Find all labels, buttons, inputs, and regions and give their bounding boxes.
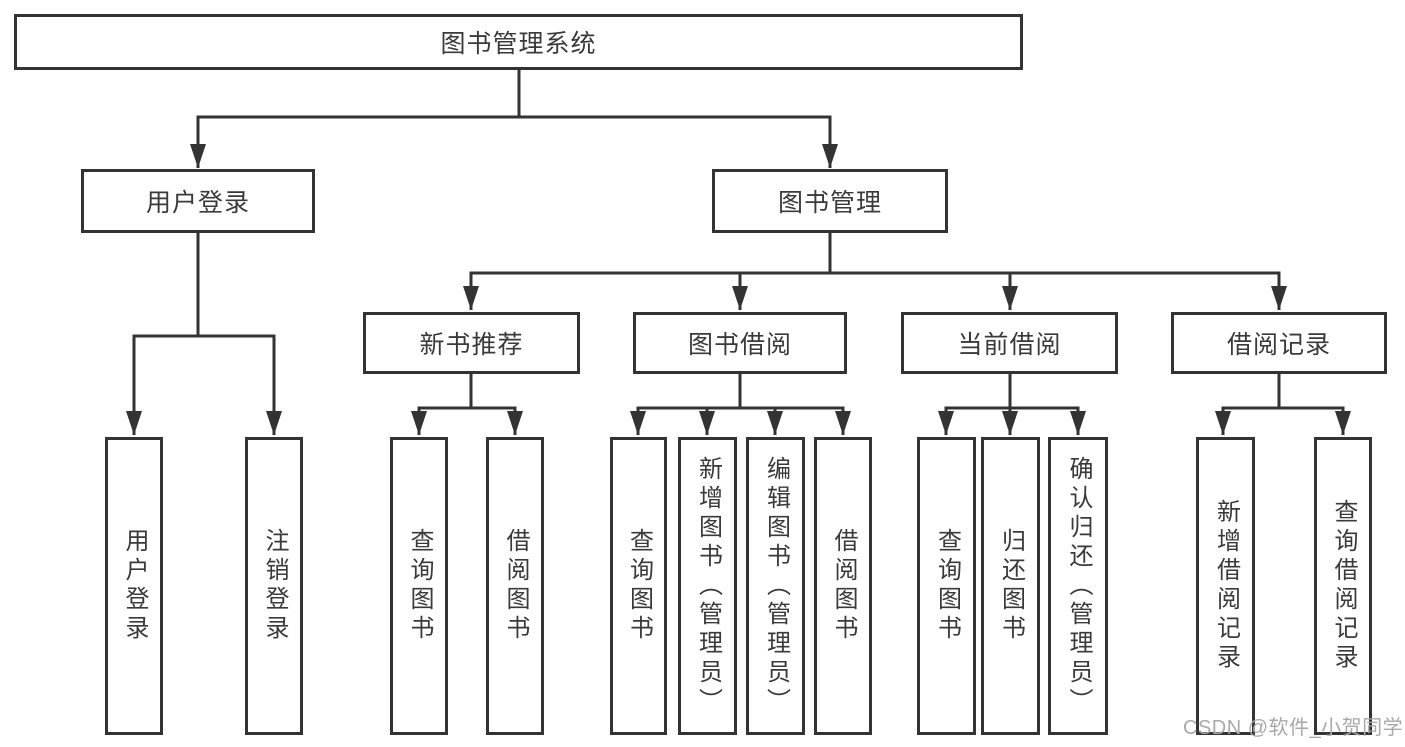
node-new-book-recommendation: 新书推荐 — [363, 312, 580, 374]
node-label: 新书推荐 — [419, 331, 524, 359]
node-label: 归还图书 — [997, 528, 1025, 644]
node-label: 借阅记录 — [1226, 331, 1331, 359]
leaf-add-borrow-record: 新增借阅记录 — [1196, 437, 1255, 735]
node-label: 查询图书 — [625, 528, 653, 644]
leaf-query-borrow-record: 查询借阅记录 — [1314, 437, 1372, 735]
leaf-user-login: 用户登录 — [105, 437, 163, 735]
leaf-logout: 注销登录 — [245, 437, 303, 735]
node-user-login: 用户登录 — [81, 169, 315, 233]
node-label: 注销登录 — [261, 528, 288, 644]
node-borrowing-records: 借阅记录 — [1171, 312, 1387, 374]
node-label: 用户登录 — [121, 528, 148, 644]
node-label: 借阅图书 — [502, 528, 529, 644]
node-label: 借阅图书 — [830, 528, 857, 644]
node-label: 查询图书 — [933, 528, 961, 644]
csdn-watermark: CSDN @软件_小贺同学 — [1183, 717, 1404, 739]
leaf-query-books-current: 查询图书 — [917, 437, 976, 735]
node-label: 确认归还（管理员） — [1065, 455, 1092, 717]
node-label: 查询图书 — [406, 528, 433, 644]
node-label: 当前借阅 — [957, 331, 1062, 359]
node-label: 新增借阅记录 — [1212, 499, 1240, 673]
leaf-confirm-return-admin: 确认归还（管理员） — [1048, 437, 1108, 735]
leaf-query-books-borrow: 查询图书 — [610, 437, 667, 735]
leaf-borrow-books: 借阅图书 — [814, 437, 872, 735]
node-label: 新增图书（管理员） — [694, 455, 722, 717]
node-label: 用户登录 — [145, 189, 250, 217]
leaf-borrow-books-recommend: 借阅图书 — [486, 437, 544, 735]
node-current-borrowing: 当前借阅 — [901, 312, 1118, 374]
leaf-add-books-admin: 新增图书（管理员） — [678, 437, 737, 735]
node-label: 查询借阅记录 — [1330, 499, 1357, 673]
leaf-edit-books-admin: 编辑图书（管理员） — [746, 437, 805, 735]
node-book-borrowing: 图书借阅 — [633, 312, 847, 374]
leaf-query-books-recommend: 查询图书 — [390, 437, 448, 735]
leaf-return-books: 归还图书 — [981, 437, 1040, 735]
node-label: 图书借阅 — [687, 331, 792, 359]
node-label: 图书管理 — [777, 189, 882, 217]
node-label: 图书管理系统 — [440, 30, 597, 58]
node-label: 编辑图书（管理员） — [762, 455, 790, 717]
node-library-management-system: 图书管理系统 — [14, 14, 1023, 70]
node-book-management: 图书管理 — [712, 169, 948, 233]
